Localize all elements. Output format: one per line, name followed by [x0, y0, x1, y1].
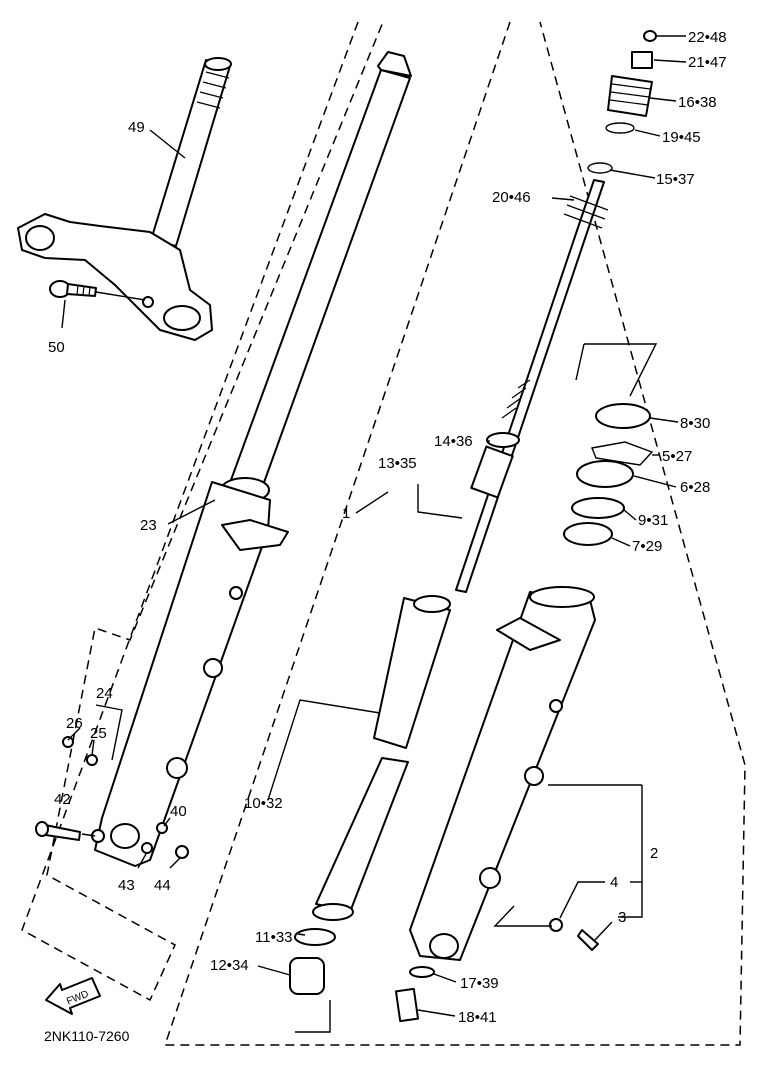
right-small-parts: [394, 918, 599, 1023]
callout-43: 43: [118, 877, 135, 894]
callout-2: 2: [650, 845, 658, 862]
left-inner-tube: [220, 51, 412, 503]
damper-cylinder: [312, 595, 451, 921]
callout-26: 26: [66, 715, 83, 732]
callout-40: 40: [170, 803, 187, 820]
damper-rod: [455, 179, 609, 593]
callout-19-45: 19•45: [662, 129, 701, 146]
forward-arrow-icon: FWD: [45, 977, 101, 1015]
callout-7-29: 7•29: [632, 538, 662, 555]
callout-50: 50: [48, 339, 65, 356]
callout-labels: 49 50 23 1 24 26 25 42 40 43 44 22•48 21…: [48, 29, 727, 1026]
slider-parts: [289, 928, 336, 995]
callout-10-32: 10•32: [244, 795, 283, 812]
callout-24: 24: [96, 685, 113, 702]
fork-cap-bolt: [587, 30, 657, 174]
callout-3: 3: [618, 909, 626, 926]
callout-12-34: 12•34: [210, 957, 249, 974]
callout-14-36: 14•36: [434, 433, 473, 450]
diagram-code: 2NK110-7260: [44, 1028, 130, 1044]
callout-20-46: 20•46: [492, 189, 531, 206]
group-outline-middle: [163, 21, 746, 1046]
callout-42: 42: [54, 791, 71, 808]
callout-23: 23: [140, 517, 157, 534]
left-outer-tube: [91, 481, 289, 867]
callout-6-28: 6•28: [680, 479, 710, 496]
callout-22-48: 22•48: [688, 29, 727, 46]
callout-16-38: 16•38: [678, 94, 717, 111]
callout-25: 25: [90, 725, 107, 742]
callout-11-33: 11•33: [255, 929, 293, 946]
callout-15-37: 15•37: [656, 171, 695, 188]
callout-1: 1: [342, 505, 350, 522]
callout-17-39: 17•39: [460, 975, 499, 992]
callout-4: 4: [610, 874, 618, 891]
callout-13-35: 13•35: [378, 455, 417, 472]
callout-44: 44: [154, 877, 171, 894]
callout-9-31: 9•31: [638, 512, 668, 529]
leader-lines: [61, 35, 687, 1033]
callout-5-27: 5•27: [662, 448, 692, 465]
right-outer-tube: [409, 586, 596, 961]
left-small-parts: [35, 736, 189, 859]
callout-49: 49: [128, 119, 145, 136]
steering-stem: [150, 57, 232, 247]
lower-bracket: [17, 213, 213, 341]
callout-18-41: 18•41: [458, 1009, 497, 1026]
group-outline-left: [21, 21, 384, 1002]
seal-stack: [563, 403, 654, 546]
callout-21-47: 21•47: [688, 54, 727, 71]
bracket-bolt: [49, 280, 146, 301]
callout-8-30: 8•30: [680, 415, 710, 432]
